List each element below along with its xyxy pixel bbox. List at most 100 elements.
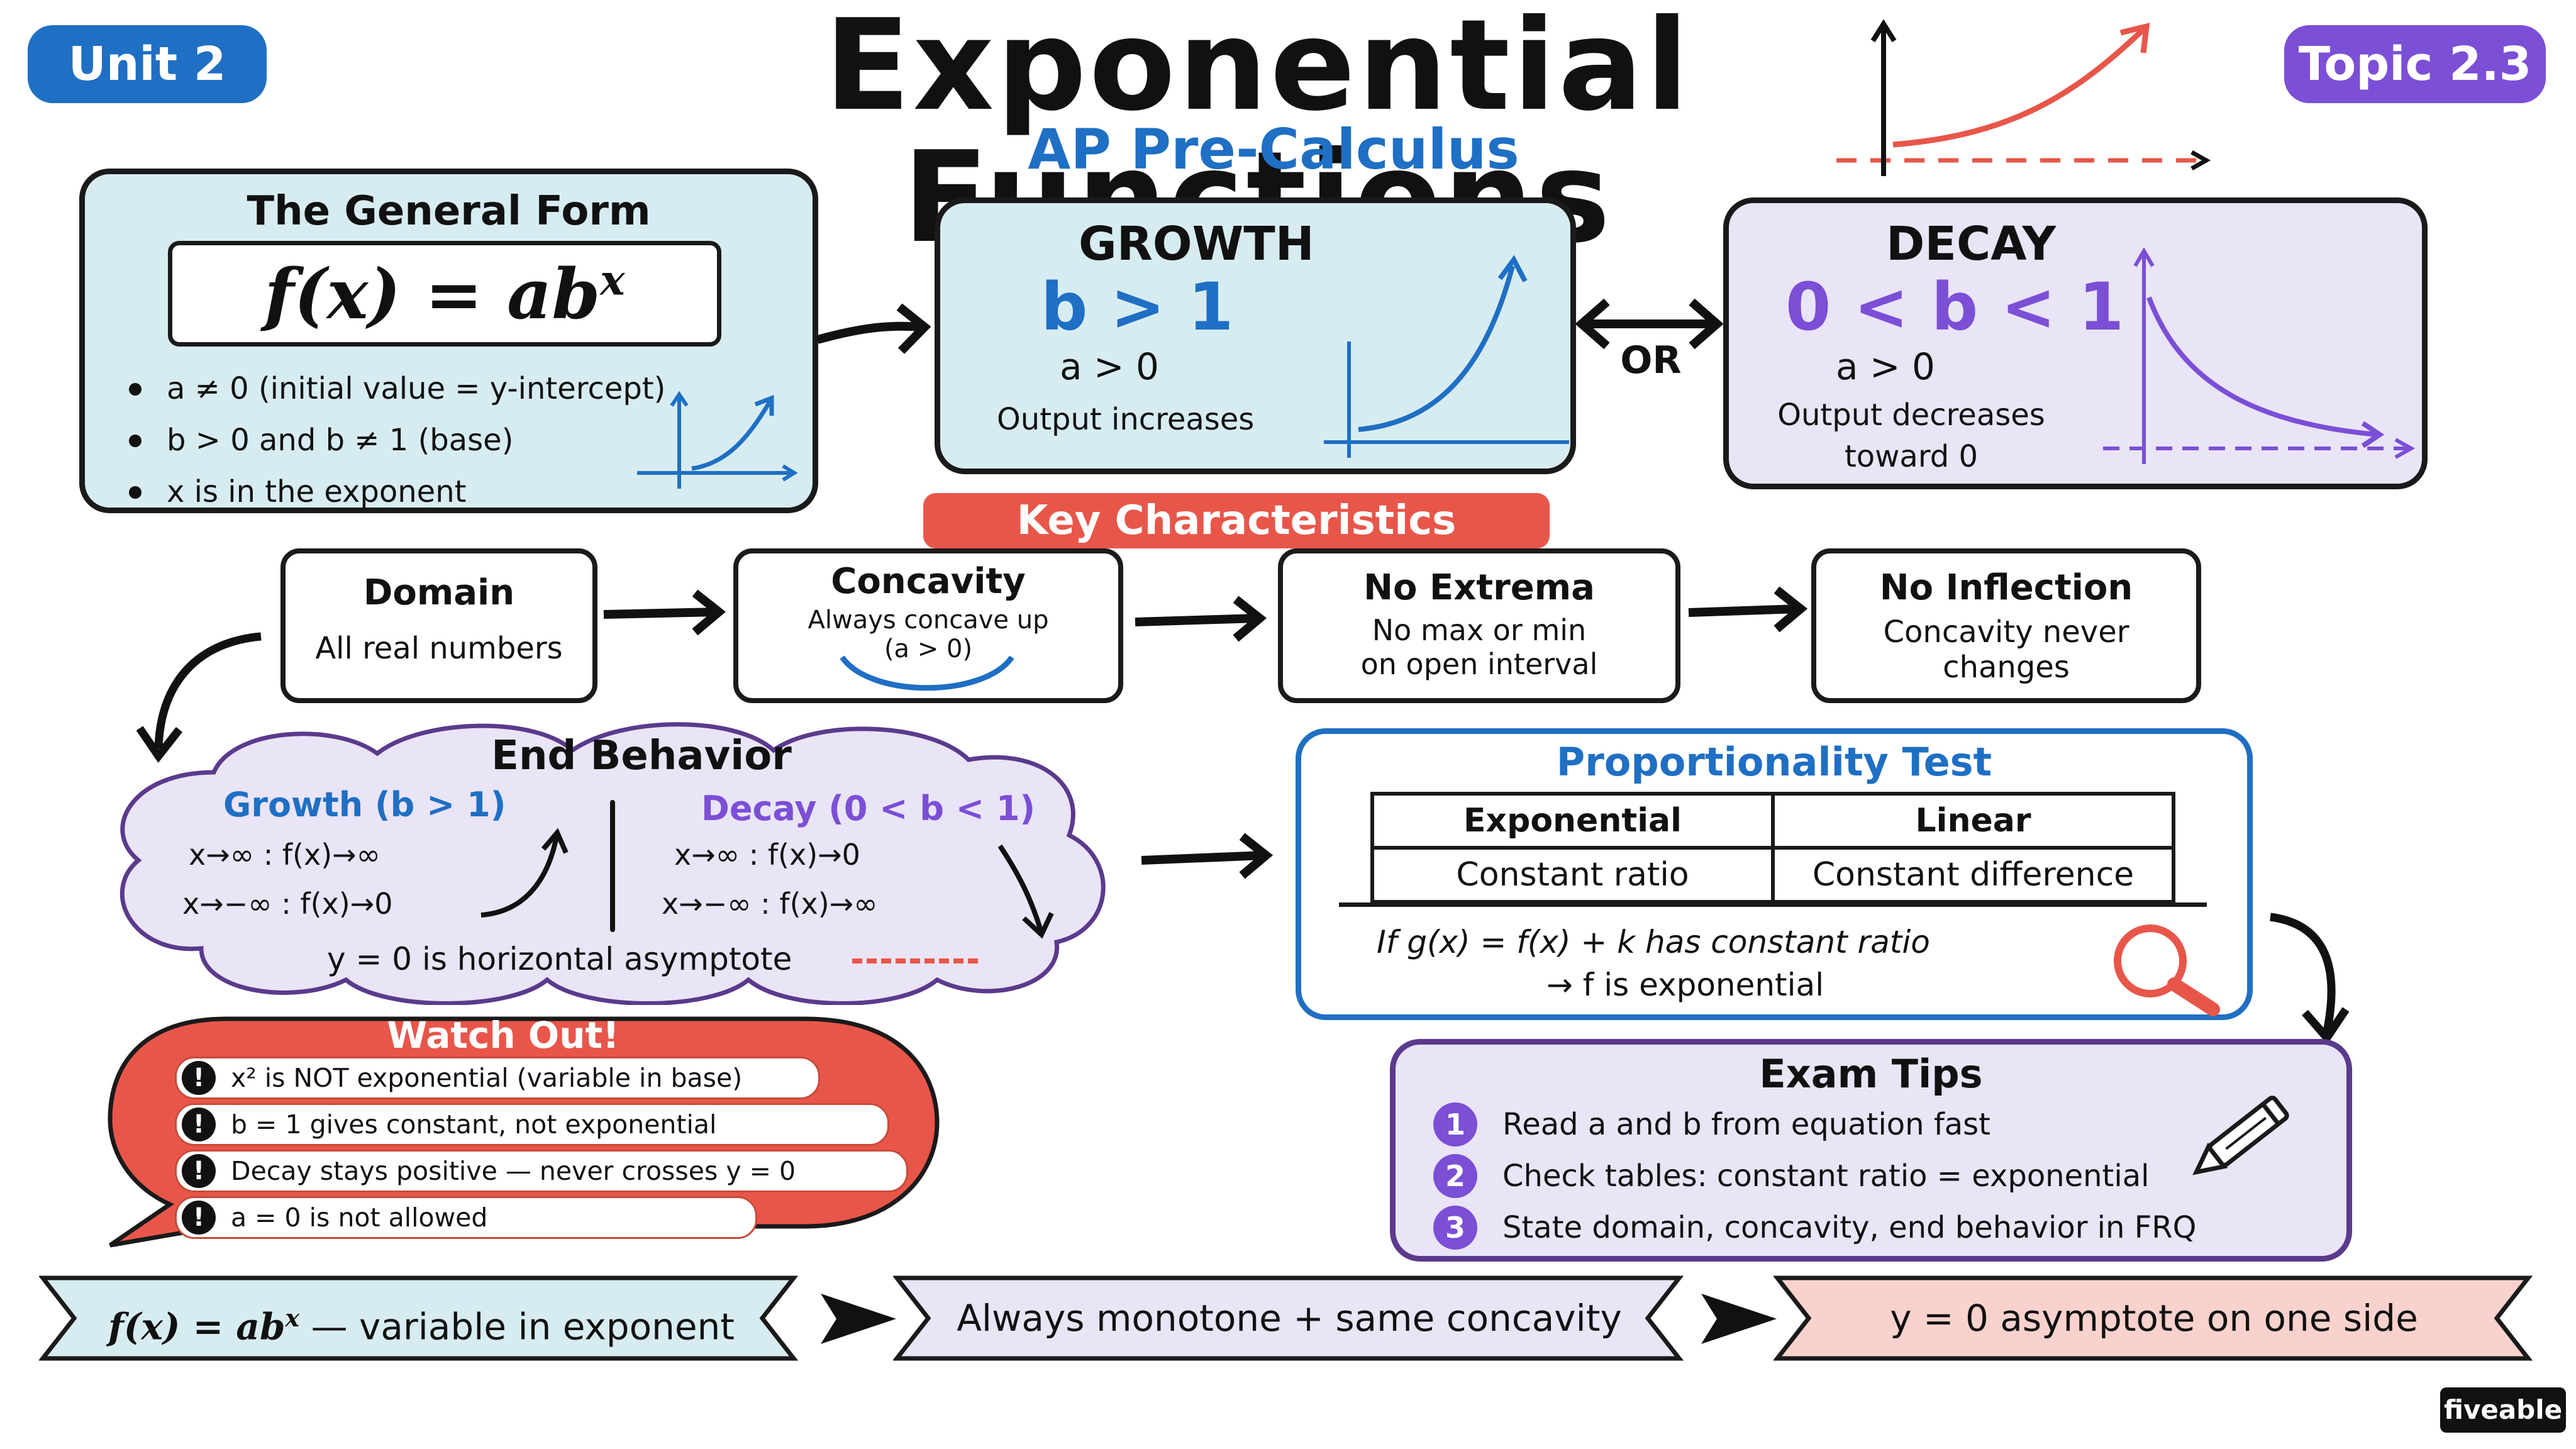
end-behavior-decay-line1: x→∞ : f(x)→0 bbox=[674, 838, 860, 872]
proportionality-title: Proportionality Test bbox=[1556, 739, 1992, 785]
banner-1-rest: — variable in exponent bbox=[299, 1305, 735, 1348]
banner-2-text: Always monotone + same concavity bbox=[957, 1297, 1622, 1340]
extrema-card: No Extrema No max or min on open interva… bbox=[1278, 548, 1680, 703]
growth-description: Output increases bbox=[997, 402, 1255, 437]
inflection-line2: changes bbox=[1943, 650, 2070, 685]
growth-condition: b > 1 bbox=[1041, 269, 1234, 345]
key-characteristics-label: Key Characteristics bbox=[923, 493, 1550, 548]
topic-badge: Topic 2.3 bbox=[2284, 25, 2546, 103]
end-behavior-decay-line2: x→−∞ : f(x)→∞ bbox=[662, 887, 878, 921]
asymptote-dash-icon bbox=[852, 958, 978, 963]
banner-arrow-2-icon bbox=[1701, 1294, 1777, 1344]
unit-badge-label: Unit 2 bbox=[68, 37, 226, 91]
general-form-bullet: x is in the exponent bbox=[123, 466, 752, 518]
exam-tip-item: 1 Read a and b from equation fast bbox=[1433, 1099, 2251, 1150]
exam-tip-text: Check tables: constant ratio = exponenti… bbox=[1502, 1158, 2150, 1194]
domain-title: Domain bbox=[363, 572, 515, 613]
exam-tip-number: 1 bbox=[1433, 1102, 1477, 1146]
arrow-domain-to-end-behavior-icon bbox=[136, 632, 262, 763]
header-exponential-graph-icon bbox=[1836, 19, 2211, 176]
growth-card: GROWTH b > 1 a > 0 Output increases bbox=[935, 197, 1576, 474]
end-behavior-divider bbox=[610, 800, 615, 932]
exam-tips-card: Exam Tips 1 Read a and b from equation f… bbox=[1390, 1039, 2352, 1262]
exclamation-icon: ! bbox=[182, 1108, 216, 1141]
banner-2-shape bbox=[893, 1275, 1684, 1361]
concave-up-curve-icon bbox=[840, 655, 1014, 691]
decay-description-line1: Output decreases bbox=[1777, 397, 2045, 433]
watch-out-title: Watch Out! bbox=[387, 1014, 619, 1057]
exclamation-icon: ! bbox=[182, 1201, 216, 1235]
end-behavior-decay-title: Decay (0 < b < 1) bbox=[701, 789, 1036, 828]
end-behavior-up-arrow-icon bbox=[480, 828, 569, 918]
decay-condition: 0 < b < 1 bbox=[1785, 269, 2124, 345]
watch-out-item: ! Decay stays positive — never crosses y… bbox=[175, 1150, 908, 1192]
end-behavior-asymptote: y = 0 is horizontal asymptote bbox=[327, 941, 792, 977]
arrow-form-to-growth-icon bbox=[816, 303, 931, 354]
domain-card: Domain All real numbers bbox=[280, 548, 597, 703]
concavity-title: Concavity bbox=[831, 561, 1026, 602]
general-form-card: The General Form f(x) = abx a ≠ 0 (initi… bbox=[79, 169, 818, 513]
decay-description: Output decreases toward 0 bbox=[1754, 394, 2068, 477]
extrema-title: No Extrema bbox=[1363, 567, 1595, 608]
watch-out-list: ! x² is NOT exponential (variable in bas… bbox=[175, 1057, 917, 1245]
growth-a-condition: a > 0 bbox=[1060, 345, 1159, 388]
watch-out-item-text: Decay stays positive — never crosses y =… bbox=[231, 1156, 796, 1186]
domain-text: All real numbers bbox=[315, 631, 563, 666]
watch-out-item-text: b = 1 gives constant, not exponential bbox=[231, 1109, 717, 1140]
table-cell-constant-difference: Constant difference bbox=[1771, 846, 2175, 904]
or-label: OR bbox=[1620, 338, 1682, 382]
inflection-title: No Inflection bbox=[1879, 567, 2133, 608]
end-behavior-growth-line1: x→∞ : f(x)→∞ bbox=[189, 838, 380, 872]
pencil-icon bbox=[2192, 1096, 2289, 1175]
decay-curve-icon bbox=[2103, 247, 2416, 464]
banner-1-formula: f(x) = ab bbox=[108, 1305, 286, 1348]
proportionality-rule-line2: → f is exponential bbox=[1546, 967, 1824, 1003]
banner-arrow-1-icon bbox=[821, 1294, 896, 1344]
arrow-concavity-to-extrema-icon bbox=[1135, 596, 1267, 642]
banner-1-formula-exponent: x bbox=[285, 1304, 300, 1332]
concavity-line2: (a > 0) bbox=[884, 635, 973, 663]
exam-tip-number: 3 bbox=[1433, 1206, 1477, 1250]
proportionality-table: Exponential Linear Constant ratio Consta… bbox=[1370, 792, 2175, 904]
arrow-extrema-to-inflection-icon bbox=[1688, 586, 1808, 633]
concavity-line1: Always concave up bbox=[808, 606, 1049, 635]
concavity-card: Concavity Always concave up (a > 0) bbox=[733, 548, 1123, 703]
end-behavior-title: End Behavior bbox=[491, 733, 792, 779]
growth-heading: GROWTH bbox=[1079, 217, 1314, 271]
watch-out-item-text: a = 0 is not allowed bbox=[231, 1202, 488, 1233]
general-form-formula: f(x) = ab bbox=[264, 253, 601, 335]
arrow-proportionality-to-exam-icon bbox=[2270, 913, 2350, 1044]
exam-tip-item: 2 Check tables: constant ratio = exponen… bbox=[1433, 1150, 2251, 1202]
exam-tip-item: 3 State domain, concavity, end behavior … bbox=[1433, 1202, 2251, 1253]
general-form-bullets: a ≠ 0 (initial value = y-intercept) b > … bbox=[123, 363, 752, 518]
exam-tips-title: Exam Tips bbox=[1759, 1051, 1983, 1097]
exam-tip-text: State domain, concavity, end behavior in… bbox=[1502, 1210, 2197, 1245]
extrema-line2: on open interval bbox=[1360, 647, 1598, 681]
banner-3-shape bbox=[1774, 1275, 2533, 1361]
double-arrow-icon bbox=[1575, 298, 1724, 350]
end-behavior-growth-title: Growth (b > 1) bbox=[223, 785, 506, 824]
banner-3-text: y = 0 asymptote on one side bbox=[1890, 1297, 2418, 1340]
general-form-bullet: b > 0 and b ≠ 1 (base) bbox=[123, 414, 752, 466]
proportionality-divider bbox=[1339, 902, 2207, 907]
general-form-bullet: a ≠ 0 (initial value = y-intercept) bbox=[123, 363, 752, 414]
page-subtitle: AP Pre-Calculus bbox=[1028, 117, 1519, 182]
watch-out-item: ! x² is NOT exponential (variable in bas… bbox=[175, 1057, 820, 1099]
exclamation-icon: ! bbox=[182, 1154, 216, 1188]
watch-out-item-text: x² is NOT exponential (variable in base) bbox=[231, 1063, 743, 1093]
exclamation-icon: ! bbox=[182, 1061, 216, 1095]
watch-out-item: ! b = 1 gives constant, not exponential bbox=[175, 1103, 889, 1146]
general-form-formula-exponent: x bbox=[600, 255, 625, 304]
inflection-line1: Concavity never bbox=[1883, 614, 2129, 650]
watch-out-item: ! a = 0 is not allowed bbox=[175, 1196, 757, 1239]
decay-a-condition: a > 0 bbox=[1836, 345, 1935, 388]
fiveable-logo[interactable]: fiveable bbox=[2440, 1387, 2566, 1433]
growth-mini-graph-icon bbox=[637, 391, 798, 489]
proportionality-rule-line1: If g(x) = f(x) + k has constant ratio bbox=[1377, 924, 1930, 960]
key-characteristics-text: Key Characteristics bbox=[1016, 497, 1457, 544]
topic-badge-label: Topic 2.3 bbox=[2298, 37, 2532, 91]
exam-tip-text: Read a and b from equation fast bbox=[1502, 1107, 1990, 1142]
end-behavior-growth-line2: x→−∞ : f(x)→0 bbox=[182, 887, 393, 921]
banner-1-shape bbox=[39, 1275, 799, 1361]
inflection-card: No Inflection Concavity never changes bbox=[1811, 548, 2201, 703]
